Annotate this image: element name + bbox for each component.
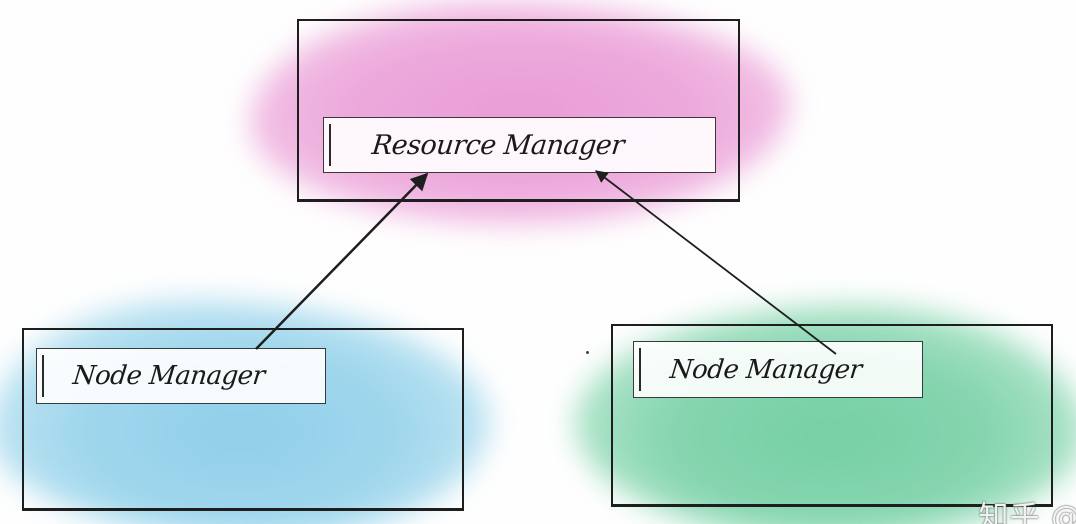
stray-dot [586,351,589,354]
node-manager-left-label: Node Manager [71,361,267,391]
node-manager-left-node [22,328,464,511]
resource-manager-node [297,19,740,202]
resource-manager-label: Resource Manager [370,129,626,161]
node-manager-right-label-box: Node Manager [633,341,923,398]
node-manager-left-label-box: Node Manager [36,348,326,404]
watermark-text: 知乎 @ [978,500,1076,524]
resource-manager-label-box: Resource Manager [323,117,716,173]
node-manager-right-label: Node Manager [668,354,864,385]
